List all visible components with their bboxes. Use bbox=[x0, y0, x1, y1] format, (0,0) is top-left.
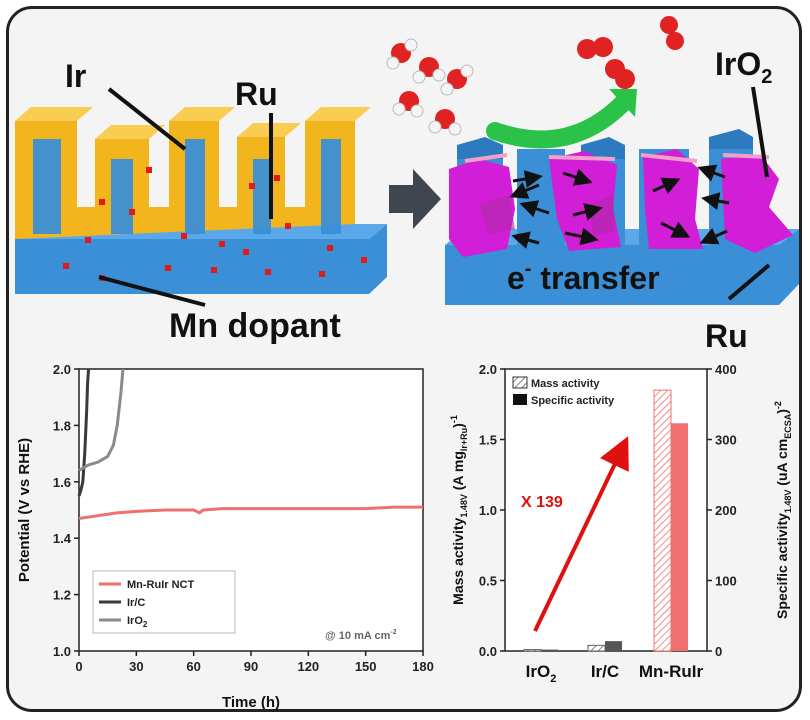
figure-canvas: Ir Ru Mn dopant bbox=[15, 16, 799, 711]
legend-label-irc: Ir/C bbox=[127, 597, 145, 609]
e-transfer-label: e- transfer bbox=[507, 258, 660, 296]
reaction-arrow bbox=[486, 94, 632, 149]
right-schematic: IrO2 e- transfer Ru bbox=[386, 16, 799, 354]
x-tick-label: 0 bbox=[75, 659, 82, 674]
left-y-tick-label: 0.5 bbox=[479, 574, 497, 589]
right-y-tick-label: 200 bbox=[715, 503, 737, 518]
y-tick-label: 1.0 bbox=[53, 644, 71, 659]
iro2-leader-line bbox=[751, 86, 769, 178]
x-tick-label: 150 bbox=[355, 659, 377, 674]
left-y-tick-label: 1.5 bbox=[479, 433, 497, 448]
ru-label-right: Ru bbox=[705, 318, 748, 354]
y-tick-label: 1.6 bbox=[53, 475, 71, 490]
series-line-1 bbox=[77, 368, 91, 497]
mass-activity-bar bbox=[653, 389, 672, 652]
left-y-tick-label: 1.0 bbox=[479, 503, 497, 518]
category-label: IrO2 bbox=[526, 662, 557, 685]
ru-leader-line-right bbox=[727, 263, 771, 301]
y-tick-label: 1.4 bbox=[53, 531, 72, 546]
specific-activity-axis-title: Specific activity1.48V (uA cmECSA)-2 bbox=[773, 401, 793, 619]
stability-x-axis-title: Time (h) bbox=[222, 694, 280, 711]
legend-label-specific: Specific activity bbox=[531, 395, 615, 407]
stability-y-axis-title: Potential (V vs RHE) bbox=[16, 438, 33, 582]
legend-label-mass: Mass activity bbox=[531, 378, 600, 390]
stability-legend: Mn-RuIr NCT Ir/C IrO2 bbox=[92, 570, 236, 634]
oxygen-molecules bbox=[577, 16, 684, 89]
mass-activity-axis-title: Mass activity1.48V (A mgIr+Ru)-1 bbox=[449, 415, 469, 605]
ru-substrate-left bbox=[15, 224, 387, 294]
activity-chart: 0.0 0.5 1.0 1.5 2.0 0 100 200 300 400 IrO2 Ir/C Mn… bbox=[449, 362, 793, 685]
ir-label: Ir bbox=[65, 58, 86, 94]
mass-activity-bar bbox=[523, 649, 542, 652]
legend-swatch-mass bbox=[512, 376, 528, 389]
x-tick-label: 120 bbox=[297, 659, 319, 674]
y-tick-label: 1.8 bbox=[53, 418, 71, 433]
right-y-tick-label: 100 bbox=[715, 574, 737, 589]
series-line-2 bbox=[78, 368, 125, 472]
mn-leader-line bbox=[98, 275, 206, 307]
legend-label-iro2: IrO2 bbox=[127, 615, 148, 629]
legend-swatch-specific bbox=[513, 394, 527, 405]
specific-activity-bar bbox=[671, 423, 688, 651]
legend-label-mnrulr: Mn-RuIr NCT bbox=[127, 579, 194, 591]
activity-legend: Mass activity Specific activity bbox=[512, 376, 615, 407]
specific-activity-bar bbox=[605, 641, 622, 651]
right-y-tick-label: 300 bbox=[715, 433, 737, 448]
mass-activity-bar bbox=[587, 644, 606, 652]
left-y-tick-label: 0.0 bbox=[479, 644, 497, 659]
right-y-tick-label: 0 bbox=[715, 644, 722, 659]
process-arrow bbox=[389, 169, 441, 229]
ir-leader-line bbox=[107, 87, 187, 151]
x-tick-label: 60 bbox=[186, 659, 200, 674]
y-tick-label: 1.2 bbox=[53, 588, 71, 603]
category-label: Ir/C bbox=[591, 662, 619, 681]
mn-dopant-label: Mn dopant bbox=[169, 307, 341, 345]
mn-dopant-dots bbox=[63, 167, 367, 281]
category-label: Mn-RuIr bbox=[639, 662, 704, 681]
x-tick-label: 30 bbox=[129, 659, 143, 674]
x-tick-label: 90 bbox=[244, 659, 258, 674]
stability-chart: 1.0 1.2 1.4 1.6 1.8 2.0 0 30 60 90 120 150 180 Time… bbox=[16, 362, 434, 711]
specific-activity-bar bbox=[541, 649, 558, 651]
water-molecules bbox=[386, 38, 474, 136]
right-y-tick-label: 400 bbox=[715, 362, 737, 377]
ru-label-left: Ru bbox=[235, 76, 278, 112]
left-schematic: Ir Ru Mn dopant bbox=[15, 58, 387, 345]
improvement-factor-label: X 139 bbox=[521, 494, 563, 511]
x-tick-label: 180 bbox=[412, 659, 434, 674]
improvement-arrow bbox=[533, 436, 629, 632]
y-tick-label: 2.0 bbox=[53, 362, 71, 377]
figure-frame: Ir Ru Mn dopant bbox=[6, 6, 802, 712]
current-density-annotation: @ 10 mA cm-2 bbox=[325, 629, 397, 642]
left-y-tick-label: 2.0 bbox=[479, 362, 497, 377]
series-line-0 bbox=[78, 505, 423, 520]
ru-substrate-right bbox=[445, 229, 799, 305]
electron-arrows bbox=[509, 164, 730, 249]
iro2-label: IrO2 bbox=[715, 46, 772, 88]
